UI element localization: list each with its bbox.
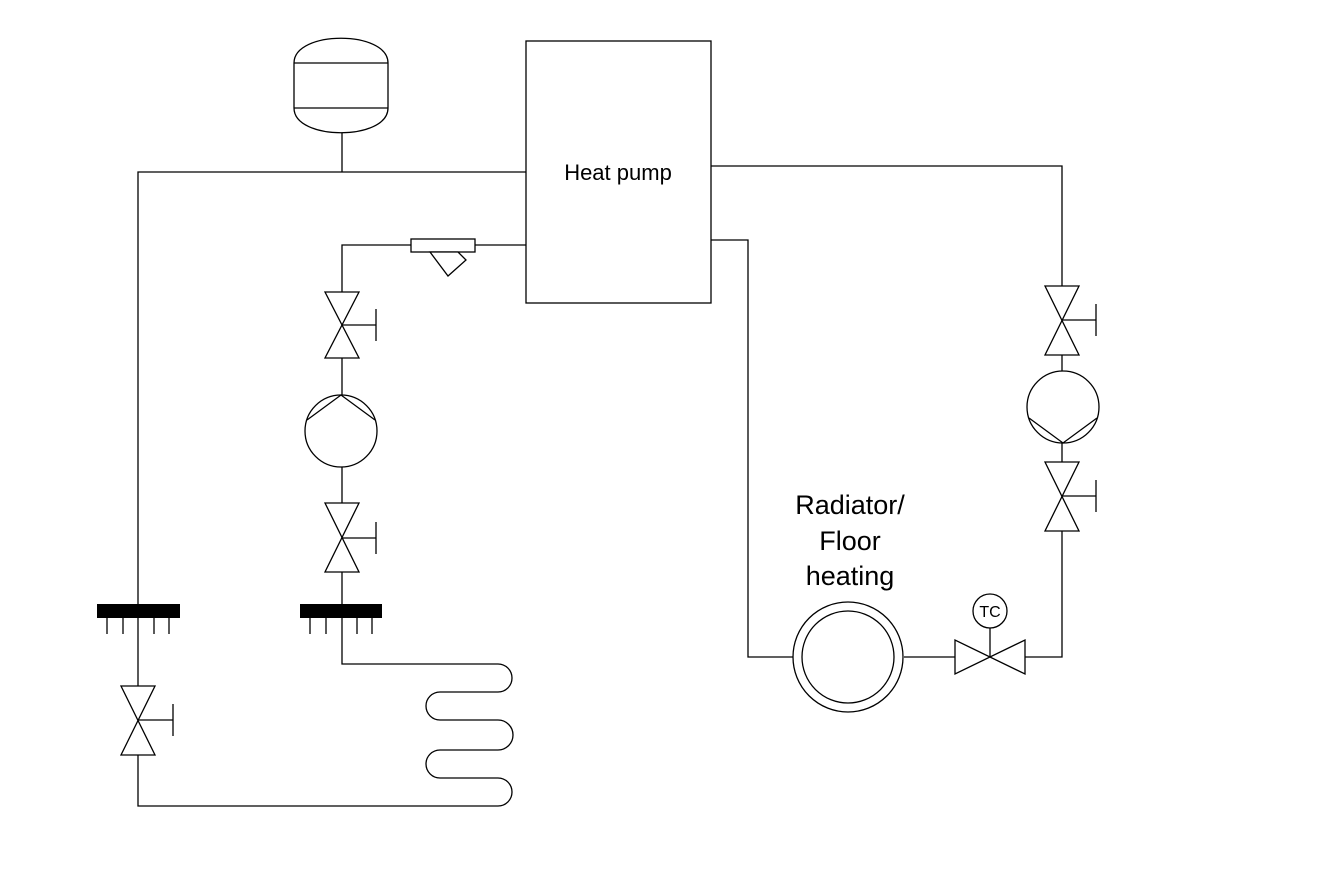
supply-manifold-icon xyxy=(300,604,382,634)
shutoff-valve-icon xyxy=(323,502,377,573)
temperature-control-valve-icon: TC xyxy=(954,593,1026,676)
radiator-label: Radiator/ Floor heating xyxy=(795,490,905,591)
heat-pump-box xyxy=(525,40,712,304)
radiator-icon xyxy=(792,601,904,713)
radiator-label-line-1: Radiator/ xyxy=(795,490,905,520)
expansion-vessel-icon xyxy=(293,37,389,134)
heat-pump-label: Heat pump xyxy=(564,160,672,185)
return-manifold-icon xyxy=(97,604,180,634)
ground-collector-loop xyxy=(425,663,514,807)
heat-pump: Heat pump xyxy=(525,40,712,304)
temperature-control-label: TC xyxy=(979,604,1000,621)
shutoff-valve-icon xyxy=(119,685,174,756)
shutoff-valve-icon xyxy=(1043,285,1097,356)
pipe-ground-return xyxy=(137,171,526,807)
strainer-icon xyxy=(410,238,476,277)
pipe-ground-supply xyxy=(341,244,526,665)
circulation-pump-icon xyxy=(1026,370,1100,444)
shutoff-valve-icon xyxy=(1043,461,1097,532)
radiator-label-line-3: heating xyxy=(806,561,895,591)
circulation-pump-icon xyxy=(304,394,378,468)
pipe-heating-return xyxy=(711,239,793,658)
radiator-label-line-2: Floor xyxy=(819,526,881,556)
shutoff-valve-icon xyxy=(323,291,377,359)
